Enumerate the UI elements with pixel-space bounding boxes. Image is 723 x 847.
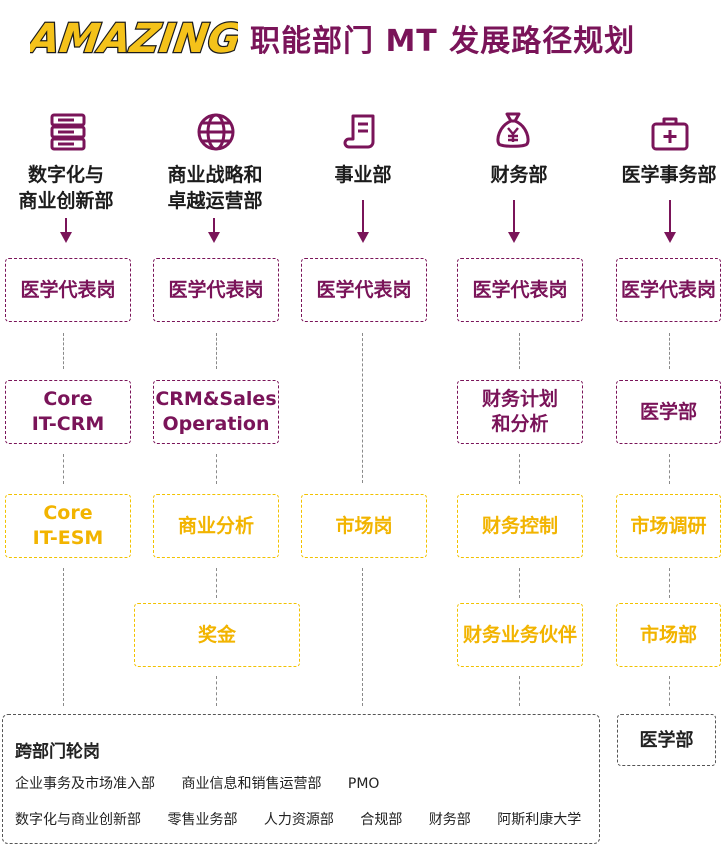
column-title-strategy: 商业战略和 卓越运营部 xyxy=(167,164,263,212)
role-box: 医学代表岗 xyxy=(5,258,131,322)
connector xyxy=(519,454,520,484)
role-box: 市场部 xyxy=(616,603,721,667)
connector xyxy=(519,568,520,598)
connector xyxy=(669,568,670,598)
column-title-finance: 财务部 xyxy=(490,164,548,186)
connector xyxy=(519,676,520,706)
department-item: 企业事务及市场准入部 xyxy=(15,776,155,792)
server-icon xyxy=(48,112,88,152)
document-icon xyxy=(343,112,383,152)
connector xyxy=(669,333,670,369)
column-title-medical-affairs: 医学事务部 xyxy=(621,164,717,186)
connector xyxy=(216,333,217,369)
role-box: 财务计划 和分析 xyxy=(457,380,583,444)
medical-department-box: 医学部 xyxy=(617,714,716,766)
department-item: 阿斯利康大学 xyxy=(497,812,582,828)
connector xyxy=(362,568,363,706)
department-item: 商业信息和销售运营部 xyxy=(181,776,322,792)
column-title-business-unit: 事业部 xyxy=(334,164,392,186)
column-title-digital: 数字化与 商业创新部 xyxy=(18,164,114,212)
connector xyxy=(216,454,217,484)
department-item: 财务部 xyxy=(428,812,471,828)
department-item: 零售业务部 xyxy=(167,812,238,828)
connector xyxy=(519,333,520,369)
role-box: 市场岗 xyxy=(301,494,427,558)
department-item: 人力资源部 xyxy=(263,812,334,828)
medical-kit-icon xyxy=(650,114,690,154)
department-item: 数字化与商业创新部 xyxy=(15,812,141,828)
svg-text:AMAZINGER: AMAZINGER xyxy=(30,16,238,62)
role-box: 医学代表岗 xyxy=(301,258,427,322)
role-box: Core IT-CRM xyxy=(5,380,131,444)
role-box: 市场调研 xyxy=(616,494,721,558)
amazinger-logo: AMAZINGER xyxy=(30,15,238,62)
arrow-line xyxy=(669,200,671,232)
arrow-down-icon xyxy=(664,232,676,243)
connector xyxy=(63,333,64,369)
cross-department-row: 数字化与商业创新部 零售业务部 人力资源部 合规部 财务部 阿斯利康大学 xyxy=(15,809,603,829)
arrow-line xyxy=(513,200,515,232)
arrow-down-icon xyxy=(508,232,520,243)
role-box: 商业分析 xyxy=(153,494,279,558)
globe-icon xyxy=(196,112,236,152)
department-item: 合规部 xyxy=(360,812,403,828)
arrow-down-icon xyxy=(357,232,369,243)
connector xyxy=(362,333,363,483)
connector xyxy=(669,454,670,484)
page-title: 职能部门 MT 发展路径规划 xyxy=(250,24,636,59)
cross-department-box: 跨部门轮岗 企业事务及市场准入部 商业信息和销售运营部 PMO 数字化与商业创新… xyxy=(2,714,600,844)
connector xyxy=(216,568,217,598)
money-bag-icon xyxy=(493,110,533,150)
role-box: 医学部 xyxy=(616,380,721,444)
connector xyxy=(63,568,64,706)
arrow-down-icon xyxy=(208,232,220,243)
role-box: 医学代表岗 xyxy=(153,258,279,322)
role-box: 财务控制 xyxy=(457,494,583,558)
role-box: 奖金 xyxy=(134,603,300,667)
cross-department-row: 企业事务及市场准入部 商业信息和销售运营部 PMO xyxy=(15,773,401,793)
role-box: 财务业务伙伴 xyxy=(457,603,583,667)
department-item: PMO xyxy=(347,776,380,792)
role-box: 医学代表岗 xyxy=(616,258,721,322)
arrow-line xyxy=(65,218,67,232)
role-box: 医学代表岗 xyxy=(457,258,583,322)
arrow-line xyxy=(362,200,364,232)
role-box: CRM&Sales Operation xyxy=(153,380,279,444)
arrow-down-icon xyxy=(60,232,72,243)
connector xyxy=(63,454,64,484)
cross-department-title: 跨部门轮岗 xyxy=(15,742,100,762)
connector xyxy=(216,676,217,706)
connector xyxy=(669,676,670,706)
role-box: Core IT-ESM xyxy=(5,494,131,558)
arrow-line xyxy=(213,218,215,232)
